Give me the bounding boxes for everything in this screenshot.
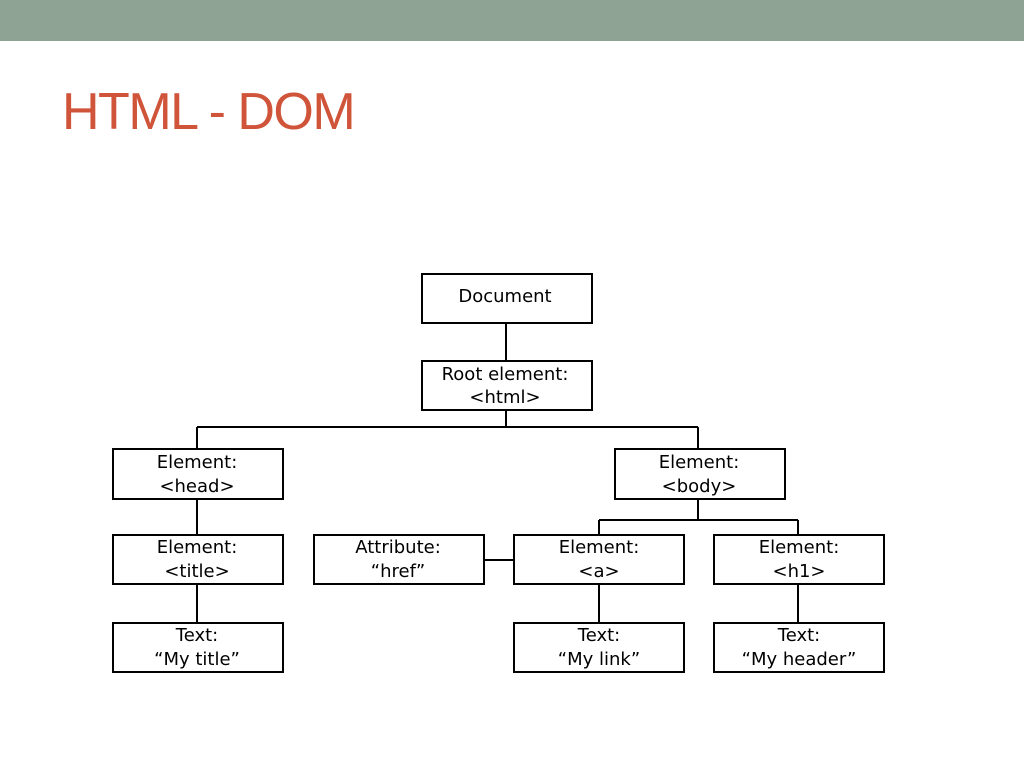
node-element-h1-line1: Element: (759, 537, 840, 558)
node-attribute-href-line2: “href” (371, 561, 425, 582)
node-element-a: Element: <a> (513, 534, 685, 585)
node-element-head: Element: <head> (112, 448, 284, 500)
node-root-element-line2: <html> (469, 387, 540, 408)
slide-title: HTML - DOM (62, 83, 356, 141)
node-attribute-href-line1: Attribute: (355, 537, 441, 558)
slide-top-bar (0, 0, 1024, 41)
node-text-my-header-line2: “My header” (742, 649, 857, 670)
node-text-my-title-line2: “My title” (154, 649, 240, 670)
node-attribute-href: Attribute: “href” (313, 534, 485, 585)
node-element-body-line1: Element: (659, 452, 740, 473)
node-document-label: Document (458, 286, 551, 307)
node-element-body-line2: <body> (662, 476, 737, 497)
node-text-my-link-line2: “My link” (558, 649, 640, 670)
node-document: Document (421, 273, 593, 324)
node-element-title-line2: <title> (164, 561, 229, 582)
node-element-title: Element: <title> (112, 534, 284, 585)
node-text-my-link-line1: Text: (577, 625, 620, 646)
node-root-element-line1: Root element: (442, 364, 569, 385)
node-text-my-title: Text: “My title” (112, 622, 284, 673)
node-element-head-line1: Element: (157, 452, 238, 473)
node-text-my-link: Text: “My link” (513, 622, 685, 673)
node-root-element: Root element: <html> (421, 360, 593, 411)
node-element-a-line1: Element: (559, 537, 640, 558)
node-text-my-title-line1: Text: (175, 625, 218, 646)
node-text-my-header-line1: Text: (777, 625, 820, 646)
node-text-my-header: Text: “My header” (713, 622, 885, 673)
node-element-h1: Element: <h1> (713, 534, 885, 585)
node-element-body: Element: <body> (614, 448, 786, 500)
node-element-h1-line2: <h1> (772, 561, 825, 582)
node-element-title-line1: Element: (157, 537, 238, 558)
node-element-a-line2: <a> (578, 561, 619, 582)
diagram-connectors (196, 323, 799, 623)
node-element-head-line2: <head> (159, 476, 234, 497)
